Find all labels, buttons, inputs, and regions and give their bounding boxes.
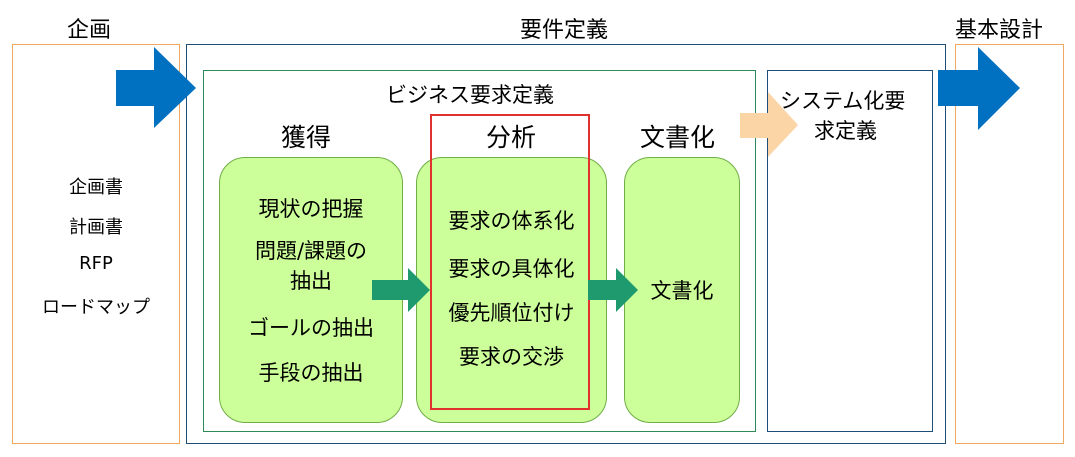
acquisition-item: 手段の抽出 [258,361,364,385]
planning-item: 企画書 [69,177,123,198]
blue-arrow-icon [938,47,1020,130]
system-requirements-box [767,70,933,432]
peach-arrow-icon [740,92,798,157]
teal-arrow-icon [372,268,430,312]
planning-item: ロードマップ [42,297,150,318]
planning-box: 企画書 計画書 RFP ロードマップ [12,44,180,444]
acquisition-item: 問題/課題の [254,239,368,263]
blue-arrow-icon [116,47,196,128]
system-requirements-title-line2: 求定義 [814,119,877,143]
analysis-item: 要求の体系化 [448,209,575,233]
documentation-box: 文書化 [624,157,740,423]
analysis-box: 要求の体系化 要求の具体化 優先順位付け 要求の交渉 [416,157,607,423]
analysis-highlight [430,114,590,410]
planning-item: RFP [79,253,113,274]
planning-item: 計画書 [69,217,123,238]
requirements-title: 要件定義 [520,18,609,43]
system-requirements-title-line1: システム化要 [780,89,906,113]
basic-design-box [955,44,1064,444]
acquisition-item: 抽出 [290,269,332,293]
acquisition-title: 獲得 [281,123,332,152]
acquisition-item: 現状の把握 [258,197,364,221]
documentation-title: 文書化 [640,123,716,152]
analysis-title: 分析 [486,123,537,152]
business-requirements-box [203,70,756,432]
acquisition-item: ゴールの抽出 [248,316,374,340]
analysis-item: 要求の交渉 [459,345,564,369]
documentation-item: 文書化 [650,279,714,303]
business-requirements-title: ビジネス要求定義 [386,83,554,107]
requirements-box [186,44,946,444]
analysis-item: 要求の具体化 [448,257,575,281]
planning-title: 企画 [67,18,112,43]
analysis-item: 優先順位付け [448,301,575,325]
basic-design-title: 基本設計 [955,18,1044,43]
teal-arrow-icon [588,268,638,312]
